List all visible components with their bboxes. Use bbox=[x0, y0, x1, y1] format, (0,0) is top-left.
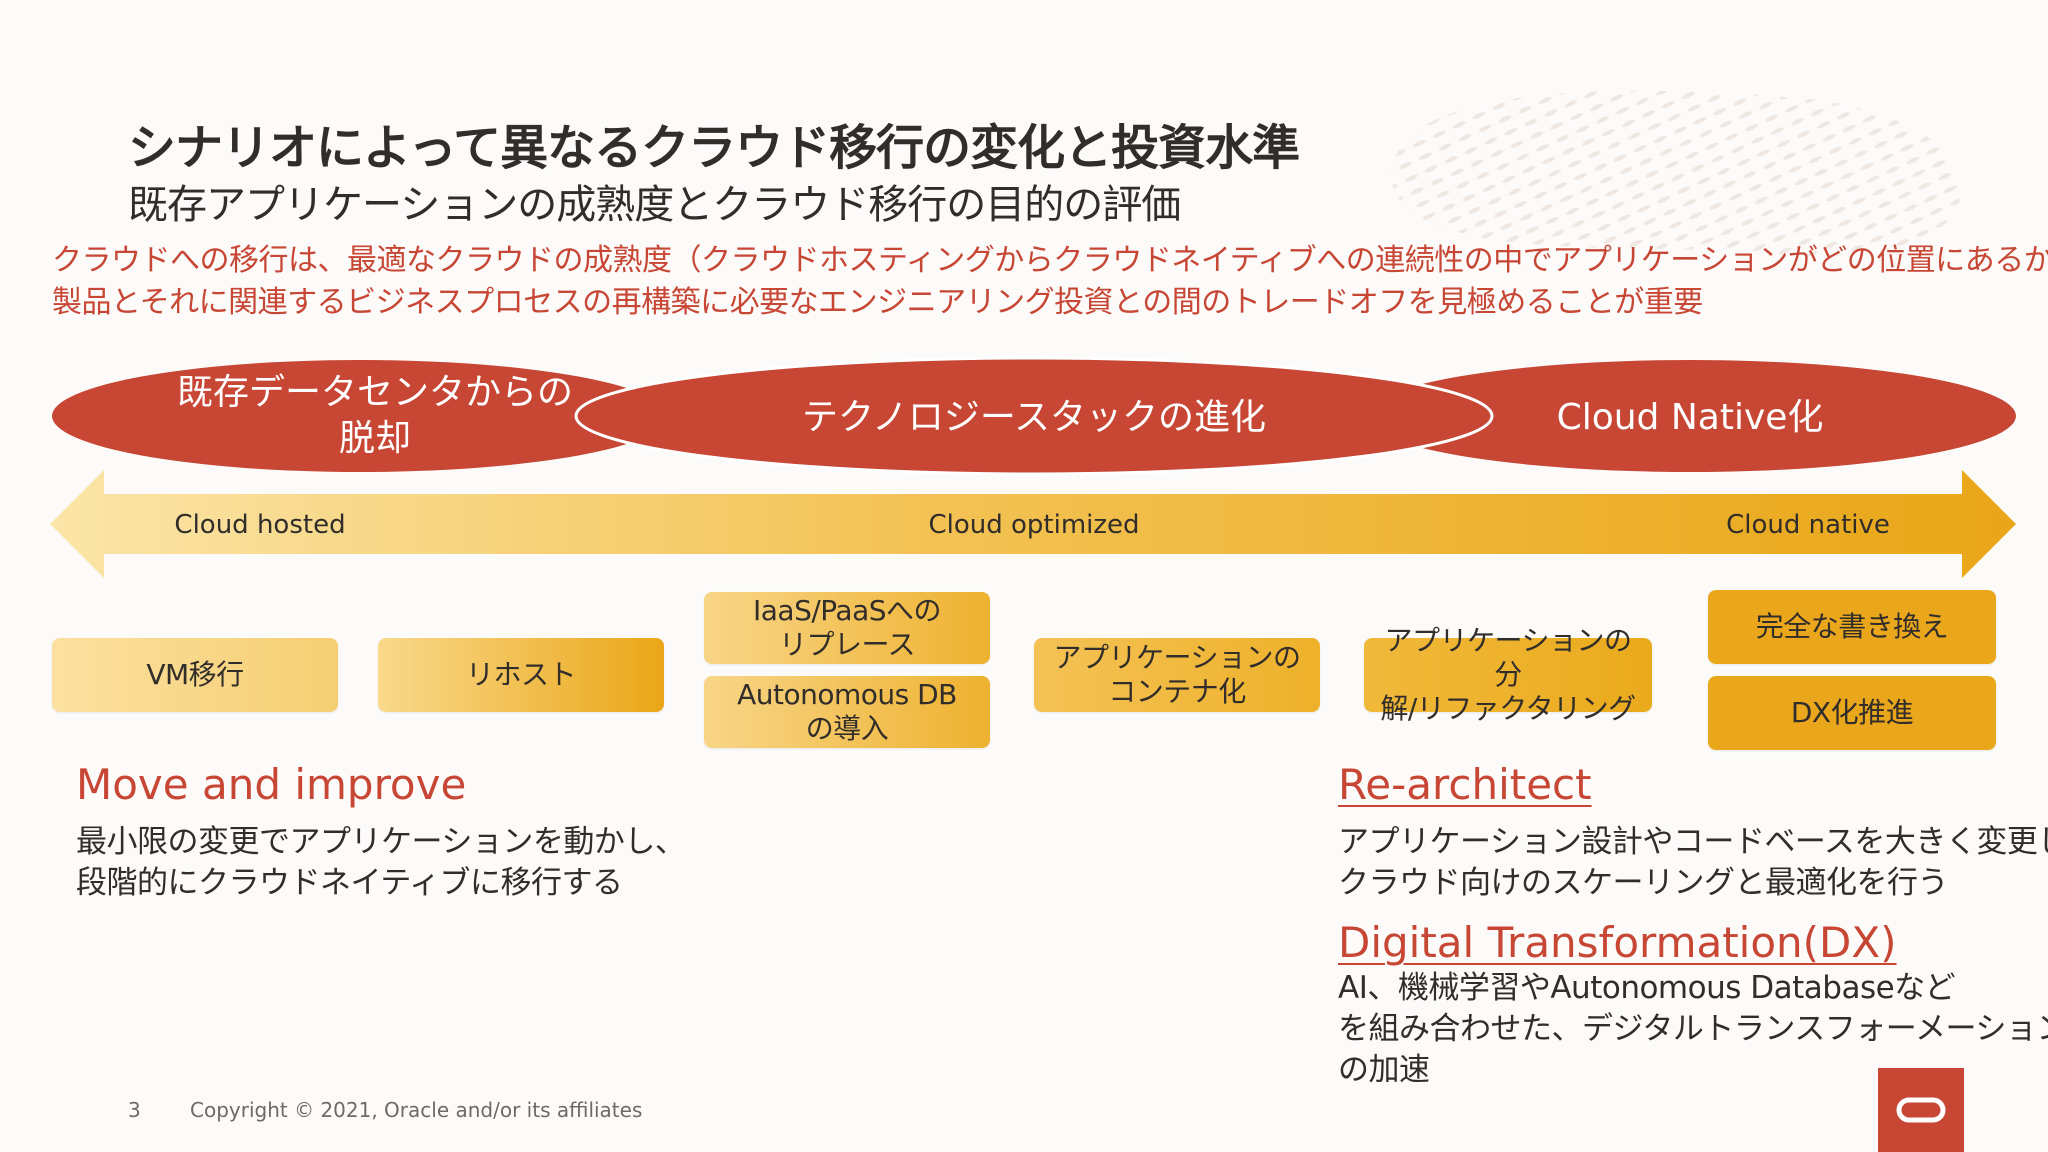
section-rearchitect-line-1: アプリケーション設計やコードベースを大きく変更し、 bbox=[1338, 824, 2048, 860]
intro-line-1: クラウドへの移行は、最適なクラウドの成熟度（クラウドホスティングからクラウドネイ… bbox=[52, 243, 2048, 278]
ellipse-left-line-1: 既存データセンタからの bbox=[176, 372, 574, 413]
box-refactor: アプリケーションの分 解/リファクタリング bbox=[1364, 624, 1652, 725]
box-container-line-2: コンテナ化 bbox=[1108, 675, 1246, 708]
page-subtitle: 既存アプリケーションの成熟度とクラウド移行の目的の評価 bbox=[128, 182, 1181, 228]
box-autonomous-db: Autonomous DB の導入 bbox=[704, 676, 990, 748]
box-containerize: アプリケーションの コンテナ化 bbox=[1034, 638, 1320, 712]
box-container-line-1: アプリケーションの bbox=[1053, 641, 1301, 674]
box-refactor-line-2: 解/リファクタリング bbox=[1380, 692, 1636, 725]
section-dx-body: AI、機械学習やAutonomous Databaseなど を組み合わせた、デジ… bbox=[1338, 968, 2048, 1091]
evolution-ellipses bbox=[52, 356, 2016, 476]
section-move-line-2: 段階的にクラウドネイティブに移行する bbox=[76, 865, 623, 901]
ellipse-left-line-2: 脱却 bbox=[338, 418, 412, 459]
copyright-text: Copyright © 2021, Oracle and/or its affi… bbox=[190, 1098, 643, 1122]
box-dx-label: DX化推進 bbox=[1790, 696, 1914, 729]
section-rearchitect-body: アプリケーション設計やコードベースを大きく変更し、 クラウド向けのスケーリングと… bbox=[1338, 822, 2048, 904]
section-move-body: 最小限の変更でアプリケーションを動かし、 段階的にクラウドネイティブに移行する bbox=[76, 822, 686, 904]
box-adb-line-2: の導入 bbox=[805, 712, 889, 745]
section-rearchitect-link[interactable]: Re-architect bbox=[1338, 760, 1592, 809]
box-adb-line-1: Autonomous DB bbox=[737, 678, 957, 711]
box-iaas-line-1: IaaS/PaaSへの bbox=[753, 594, 942, 627]
page-number: 3 bbox=[128, 1098, 141, 1122]
box-full-rewrite: 完全な書き換え bbox=[1708, 590, 1996, 664]
intro-text: クラウドへの移行は、最適なクラウドの成熟度（クラウドホスティングからクラウドネイ… bbox=[52, 240, 2048, 324]
page-title: シナリオによって異なるクラウド移行の変化と投資水準 bbox=[128, 120, 1300, 176]
box-refactor-line-1: アプリケーションの分 bbox=[1384, 624, 1632, 691]
ellipse-right bbox=[1364, 360, 2016, 472]
cloud-maturity-arrow bbox=[50, 470, 2016, 578]
box-iaas-paas: IaaS/PaaSへの リプレース bbox=[704, 592, 990, 664]
box-vm-label: VM移行 bbox=[146, 658, 244, 691]
ellipse-left-label: 既存データセンタからの 脱却 bbox=[177, 370, 573, 462]
section-move-line-1: 最小限の変更でアプリケーションを動かし、 bbox=[76, 824, 686, 860]
ellipse-right-label: Cloud Native化 bbox=[1556, 397, 1824, 438]
section-dx-link[interactable]: Digital Transformation(DX) bbox=[1338, 918, 1897, 967]
arrow-label-cloud-optimized: Cloud optimized bbox=[928, 510, 1140, 540]
arrow-label-cloud-native: Cloud native bbox=[1726, 510, 1890, 540]
section-move-heading: Move and improve bbox=[76, 760, 467, 809]
decorative-pattern bbox=[1391, 90, 1961, 256]
ellipse-center bbox=[574, 356, 1494, 476]
section-dx-line-3: の加速 bbox=[1338, 1052, 1430, 1088]
ellipse-center-label: テクノロジースタックの進化 bbox=[801, 397, 1267, 438]
arrow-label-cloud-hosted: Cloud hosted bbox=[174, 510, 346, 540]
section-dx-line-1: AI、機械学習やAutonomous Databaseなど bbox=[1338, 970, 1956, 1006]
box-rehost-label: リホスト bbox=[465, 658, 577, 691]
section-dx-line-2: を組み合わせた、デジタルトランスフォーメーション bbox=[1338, 1011, 2048, 1047]
box-rewrite-label: 完全な書き換え bbox=[1755, 610, 1949, 643]
box-dx-promotion: DX化推進 bbox=[1708, 676, 1996, 750]
box-iaas-line-2: リプレース bbox=[778, 628, 916, 661]
intro-line-2: 製品とそれに関連するビジネスプロセスの再構築に必要なエンジニアリング投資との間の… bbox=[52, 285, 1703, 320]
box-rehost: リホスト bbox=[378, 638, 664, 712]
box-vm-migration: VM移行 bbox=[52, 638, 338, 712]
ellipse-left bbox=[52, 360, 668, 472]
section-rearchitect-line-2: クラウド向けのスケーリングと最適化を行う bbox=[1338, 865, 1949, 901]
oracle-logo-icon bbox=[1878, 1068, 1964, 1152]
